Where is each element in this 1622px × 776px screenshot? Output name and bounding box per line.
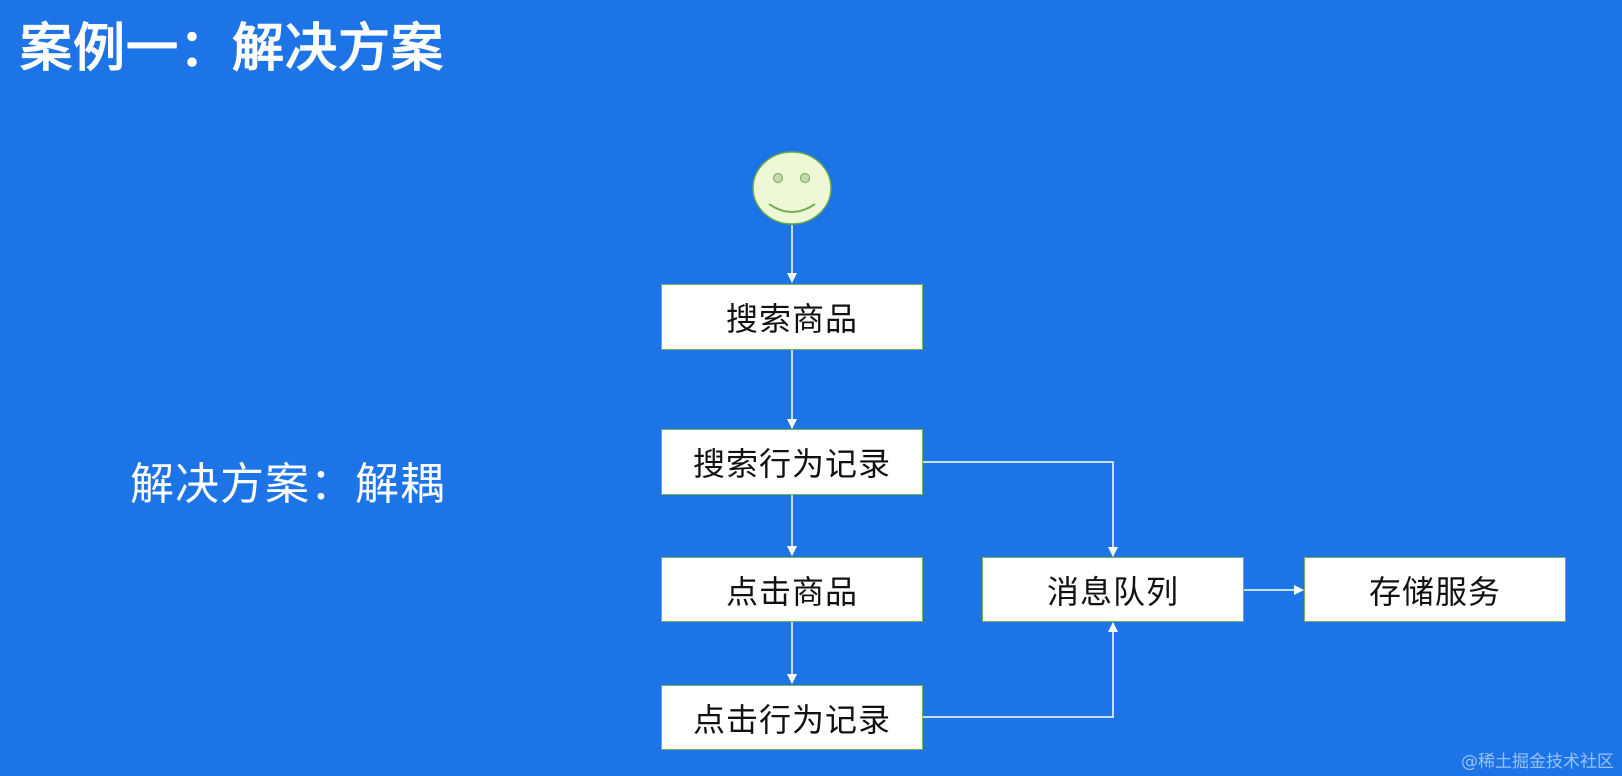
user-smiley-icon: [752, 151, 832, 225]
box-click-product: 点击商品: [661, 557, 923, 622]
slide-title: 案例一：解决方案: [20, 19, 445, 79]
box-message-queue: 消息队列: [982, 557, 1244, 622]
arrow-click-record-to-queue: [923, 622, 1118, 718]
watermark: @稀土掘金技术社区: [1461, 752, 1614, 772]
box-storage-service: 存储服务: [1304, 557, 1566, 622]
solution-label: 解决方案：解耦: [130, 459, 445, 510]
arrow-search-record-to-queue: [923, 461, 1118, 557]
box-click-record: 点击行为记录: [661, 685, 923, 750]
box-search-record: 搜索行为记录: [661, 429, 923, 495]
box-search-product: 搜索商品: [661, 284, 923, 350]
